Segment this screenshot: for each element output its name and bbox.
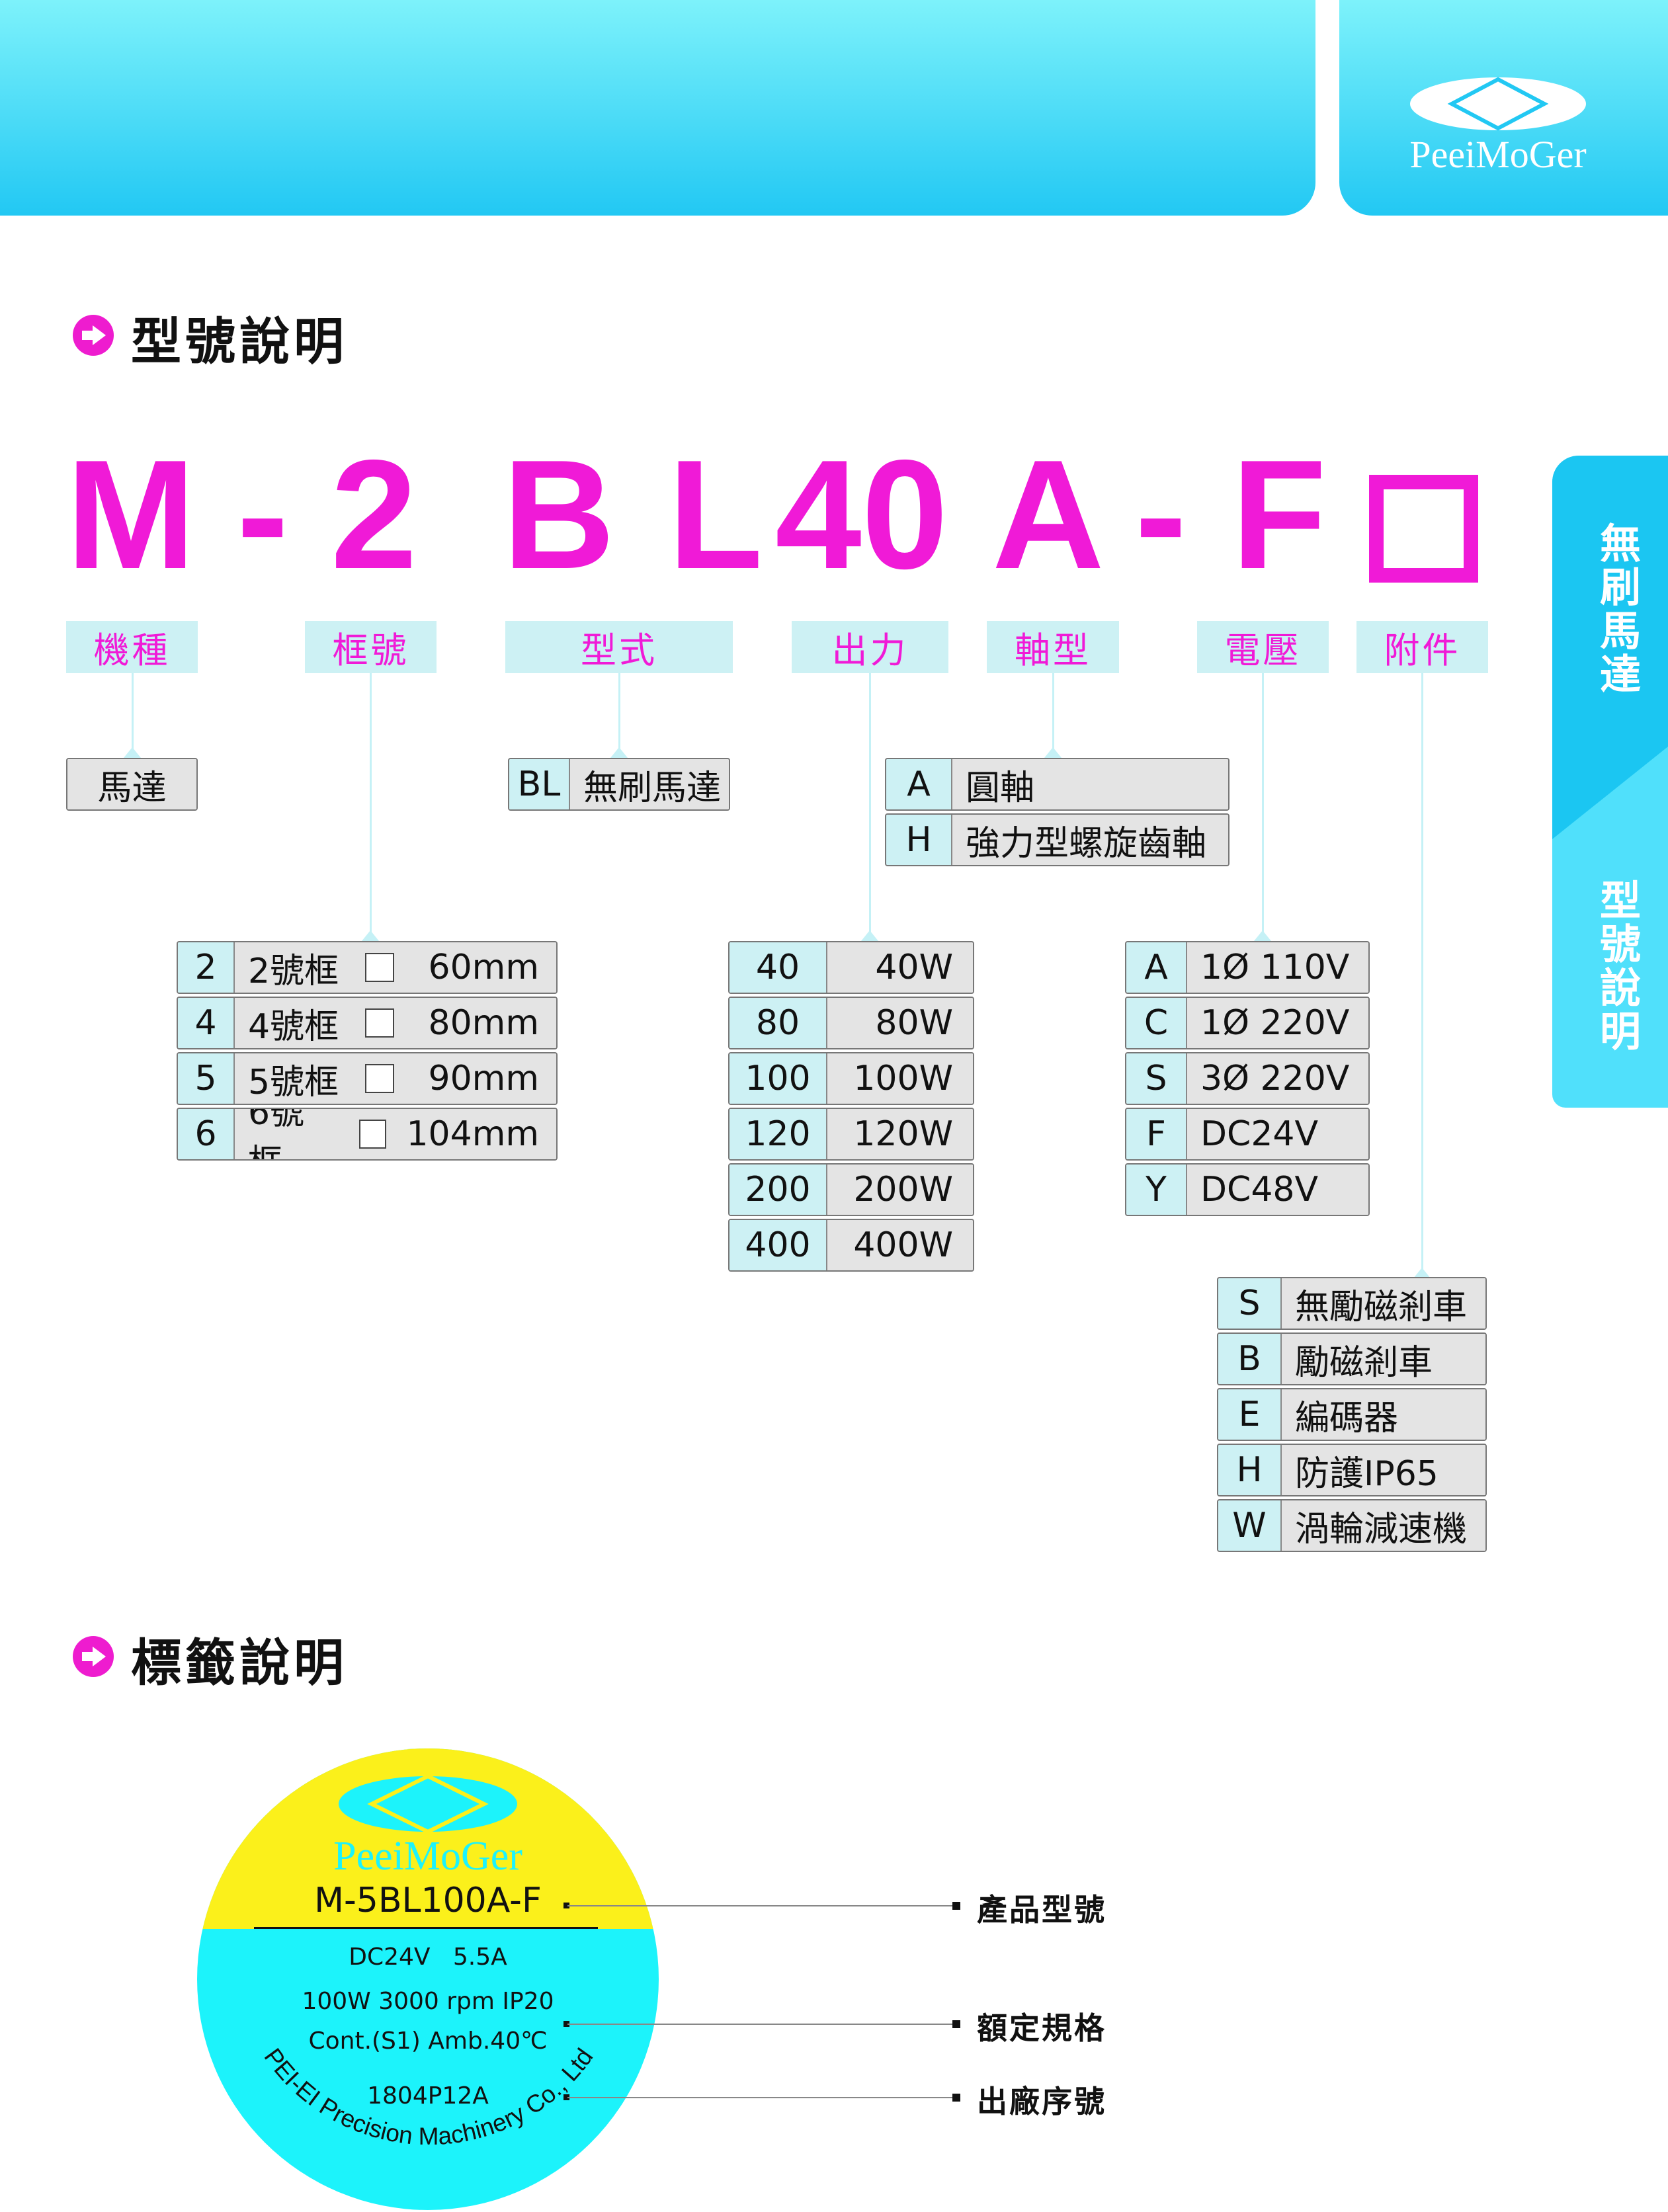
callout-model: 產品型號 <box>977 1892 1106 1928</box>
code-char: L <box>668 427 763 601</box>
code-char: - <box>1135 427 1187 601</box>
nameplate-company: PEI-EI Precision Machinery Co., Ltd <box>259 2043 598 2150</box>
category-output: 出力 <box>792 621 948 673</box>
arrow-right-icon <box>73 315 114 356</box>
section-title-label: 標籤說明 <box>131 1633 348 1692</box>
brand-logo-icon <box>1410 77 1586 131</box>
checkbox[interactable] <box>365 953 395 982</box>
checkbox[interactable] <box>365 1008 395 1038</box>
nameplate-line1: DC24V 5.5A <box>349 1944 507 1971</box>
code-char: A <box>992 427 1105 601</box>
code-char: B <box>503 427 615 601</box>
brand-name: PeeiMoGer <box>1409 133 1587 176</box>
nameplate-line3: Cont.(S1) Amb.40℃ <box>308 2028 548 2055</box>
code-char: - <box>237 427 289 601</box>
section-title-model: 型號說明 <box>131 312 348 371</box>
nameplate-brand: PeeiMoGer <box>333 1834 522 1879</box>
side-tab-top: 無刷馬達 <box>1593 522 1641 696</box>
callout-rating: 額定規格 <box>977 2010 1106 2046</box>
arrow-right-icon <box>73 1636 114 1677</box>
code-char: 2 <box>331 427 417 601</box>
side-tab-bottom: 型號說明 <box>1593 879 1641 1053</box>
category-type: 型式 <box>505 621 733 673</box>
category-shaft: 軸型 <box>987 621 1119 673</box>
table-row: 66號框104mm <box>177 1108 558 1161</box>
header-band-left <box>0 0 1315 216</box>
checkbox[interactable] <box>365 1064 395 1093</box>
category-model: 機種 <box>66 621 198 673</box>
nameplate-line2: 100W 3000 rpm IP20 <box>302 1988 554 2015</box>
code-char: F <box>1231 427 1327 601</box>
callout-serial: 出廠序號 <box>977 2084 1106 2119</box>
category-frame: 框號 <box>305 621 437 673</box>
code-placeholder-box <box>1369 475 1478 583</box>
side-tab[interactable]: 無刷馬達 型號說明 <box>1552 456 1668 1108</box>
category-voltage: 電壓 <box>1197 621 1329 673</box>
brand-logo-icon <box>339 1774 517 1834</box>
nameplate-serial: 1804P12A <box>367 2082 489 2110</box>
code-char: 40 <box>775 427 948 601</box>
checkbox[interactable] <box>359 1120 387 1149</box>
category-accessory: 附件 <box>1356 621 1488 673</box>
nameplate-model: M-5BL100A-F <box>314 1881 542 1920</box>
model-type-box: 馬達 <box>66 758 198 813</box>
nameplate: PeeiMoGer M-5BL100A-F DC24V 5.5A 100W 30… <box>197 1748 659 2210</box>
code-char: M <box>66 427 196 601</box>
